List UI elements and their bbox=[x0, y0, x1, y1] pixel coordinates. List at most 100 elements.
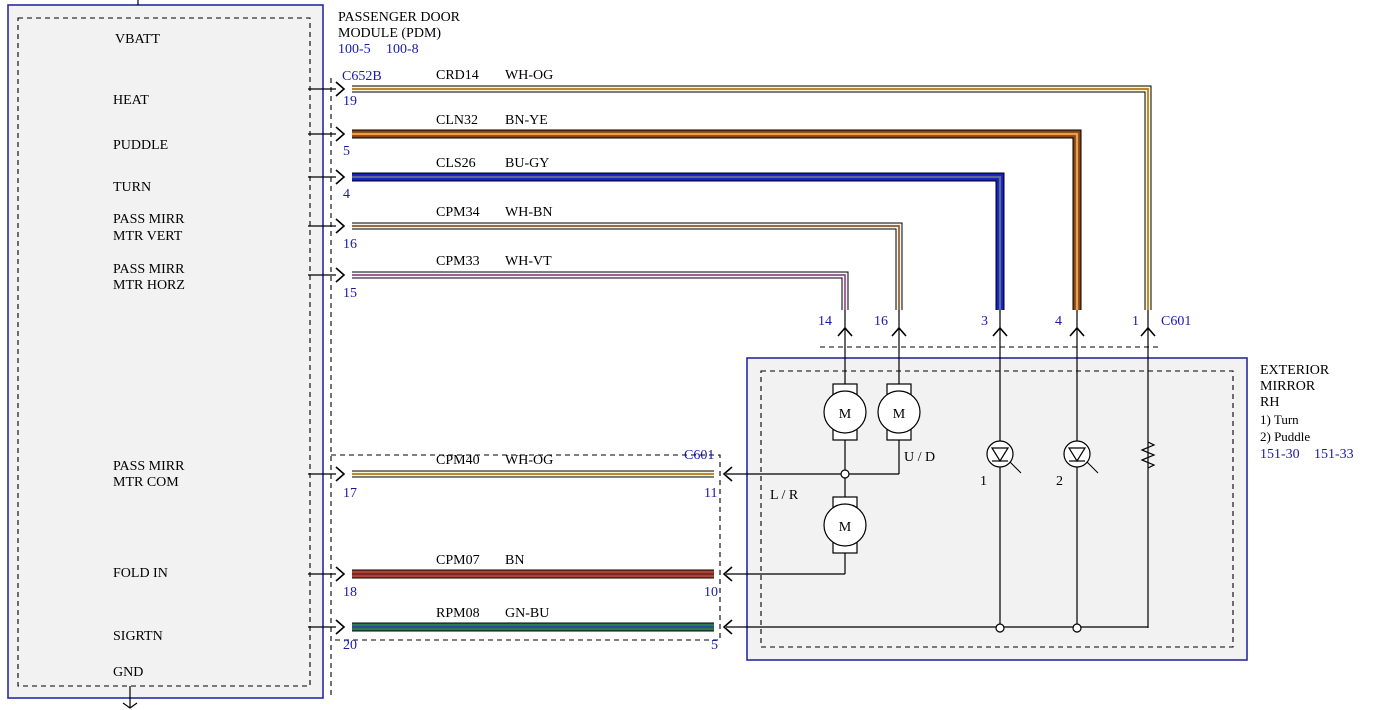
c601-top-connector-label: C601 bbox=[1161, 314, 1191, 329]
pdm-module-box bbox=[7, 4, 324, 699]
c601-pin-number-fold: 10 bbox=[704, 585, 718, 600]
pdm-connector-arrow-puddle bbox=[335, 126, 346, 142]
vert-motor-icon: M bbox=[877, 383, 921, 441]
pdm-connector-arrow-horz bbox=[335, 267, 346, 283]
c601-pin-number-horz: 14 bbox=[818, 314, 832, 329]
pdm-pin-number-horz: 15 bbox=[343, 286, 357, 301]
lr-label: L / R bbox=[770, 488, 799, 503]
wire-outline-vert bbox=[352, 222, 903, 310]
pdm-pin-label-sig: SIGRTN bbox=[113, 629, 163, 644]
wire-stripe-turn bbox=[352, 175, 1002, 310]
pdm-pin-number-fold: 18 bbox=[343, 585, 357, 600]
motor-common-node bbox=[840, 469, 850, 479]
c601-left-connector-outline bbox=[331, 454, 721, 641]
pdm-title-line2: MODULE (PDM) bbox=[338, 26, 441, 41]
pdm-pin-label-heat: HEAT bbox=[113, 93, 149, 108]
color-code-turn: BU-GY bbox=[505, 156, 549, 171]
wire-group: HEAT 19 CRD14 WH-OG 1 PUDDLE 5 CLN32 BN-YE 4 TURN 4… bbox=[113, 68, 1156, 653]
mirror-note-turn: 1) Turn bbox=[1260, 412, 1299, 427]
c601-pin-number-com: 11 bbox=[704, 486, 717, 501]
ud-label: U / D bbox=[904, 450, 935, 465]
ground-arrow-icon bbox=[122, 702, 138, 709]
pdm-pin-number-turn: 4 bbox=[343, 187, 350, 202]
mirror-title-line2: MIRROR bbox=[1260, 379, 1316, 394]
circuit-label-fold: CPM07 bbox=[436, 553, 480, 568]
c601-arrow-fold bbox=[722, 566, 733, 582]
mirror-title-line1: EXTERIOR bbox=[1260, 363, 1330, 378]
wire-body-turn bbox=[352, 173, 1004, 310]
fold-motor-label: M bbox=[839, 520, 852, 535]
pdm-pin-number-heat: 19 bbox=[343, 94, 357, 109]
pdm-connector-arrow-turn bbox=[335, 169, 346, 185]
c601-pin-number-heat: 1 bbox=[1132, 314, 1139, 329]
c601-arrow-vert bbox=[891, 326, 907, 337]
pdm-pin-number-puddle: 5 bbox=[343, 144, 350, 159]
c601-pin-number-puddle: 4 bbox=[1055, 314, 1062, 329]
color-code-puddle: BN-YE bbox=[505, 113, 548, 128]
c601-arrow-turn bbox=[992, 326, 1008, 337]
pdm-connector-arrow-heat bbox=[335, 81, 346, 97]
color-code-heat: WH-OG bbox=[505, 68, 553, 83]
circuit-label-heat: CRD14 bbox=[436, 68, 479, 83]
c601-arrow-puddle bbox=[1069, 326, 1085, 337]
mirror-title-line3: RH bbox=[1260, 395, 1279, 410]
circuit-label-puddle: CLN32 bbox=[436, 113, 478, 128]
puddle-ground-node bbox=[1072, 623, 1082, 633]
pdm-pin-number-com: 17 bbox=[343, 486, 357, 501]
pdm-ref-2: 100-8 bbox=[386, 42, 419, 57]
puddle-lamp-label: 2 bbox=[1056, 474, 1063, 489]
c601-pin-number-vert: 16 bbox=[874, 314, 888, 329]
pdm-pin-label-horz: PASS MIRR bbox=[113, 262, 185, 277]
pdm-pin-label-com: PASS MIRR bbox=[113, 459, 185, 474]
mirror-inner-dashed-box bbox=[760, 370, 1234, 648]
mirror-ref-2: 151-33 bbox=[1314, 447, 1354, 462]
fold-motor-icon: M bbox=[823, 496, 867, 554]
wire-body-vert bbox=[352, 223, 902, 310]
pdm-vbatt-label: VBATT bbox=[115, 32, 161, 47]
puddle-lamp-icon bbox=[1063, 440, 1099, 474]
turn-lamp-icon bbox=[986, 440, 1022, 474]
pdm-pin-label2-com: MTR COM bbox=[113, 475, 179, 490]
wire-stripe-heat bbox=[352, 88, 1149, 310]
pdm-pin-number-sig: 20 bbox=[343, 638, 357, 653]
circuit-label-turn: CLS26 bbox=[436, 156, 476, 171]
pdm-pin-label2-horz: MTR HORZ bbox=[113, 278, 185, 293]
color-code-vert: WH-BN bbox=[505, 205, 552, 220]
c601-arrow-sig bbox=[722, 619, 733, 635]
c601-left-connector-label: C601 bbox=[684, 448, 714, 463]
c601-pin-number-sig: 5 bbox=[711, 638, 718, 653]
pdm-connector-arrow-com bbox=[335, 466, 346, 482]
c601-pin-number-turn: 3 bbox=[981, 314, 988, 329]
turn-lamp-label: 1 bbox=[980, 474, 987, 489]
c601-arrow-horz bbox=[837, 326, 853, 337]
horz-motor-label: M bbox=[839, 407, 852, 422]
c601-arrow-com bbox=[722, 466, 733, 482]
pdm-connector-arrow-vert bbox=[335, 218, 346, 234]
horz-motor-icon: M bbox=[823, 383, 867, 441]
pdm-pin-label-puddle: PUDDLE bbox=[113, 138, 168, 153]
wire-outline-turn bbox=[352, 172, 1005, 310]
pdm-gnd-label: GND bbox=[113, 665, 143, 680]
circuit-label-vert: CPM34 bbox=[436, 205, 480, 220]
circuit-label-com: CPM40 bbox=[436, 453, 480, 468]
pdm-pin-label-fold: FOLD IN bbox=[113, 566, 168, 581]
wire-body-horz bbox=[352, 272, 848, 310]
circuit-label-sig: RPM08 bbox=[436, 606, 480, 621]
color-code-fold: BN bbox=[505, 553, 524, 568]
color-code-horz: WH-VT bbox=[505, 254, 552, 269]
wire-stripe-puddle bbox=[352, 132, 1079, 310]
vert-motor-label: M bbox=[893, 407, 906, 422]
pdm-ref-1: 100-5 bbox=[338, 42, 371, 57]
mirror-module-box bbox=[746, 357, 1248, 661]
pdm-pin-label-vert: PASS MIRR bbox=[113, 212, 185, 227]
pdm-pin-label-turn: TURN bbox=[113, 180, 151, 195]
color-code-sig: GN-BU bbox=[505, 606, 549, 621]
wire-outline-horz bbox=[352, 271, 849, 310]
heater-element-icon bbox=[1140, 441, 1156, 469]
wire-stripe-vert bbox=[352, 225, 900, 310]
mirror-internals bbox=[844, 335, 1149, 628]
pdm-connector-label: C652B bbox=[342, 69, 382, 84]
pdm-title-line1: PASSENGER DOOR bbox=[338, 10, 461, 25]
mirror-ref-1: 151-30 bbox=[1260, 447, 1300, 462]
